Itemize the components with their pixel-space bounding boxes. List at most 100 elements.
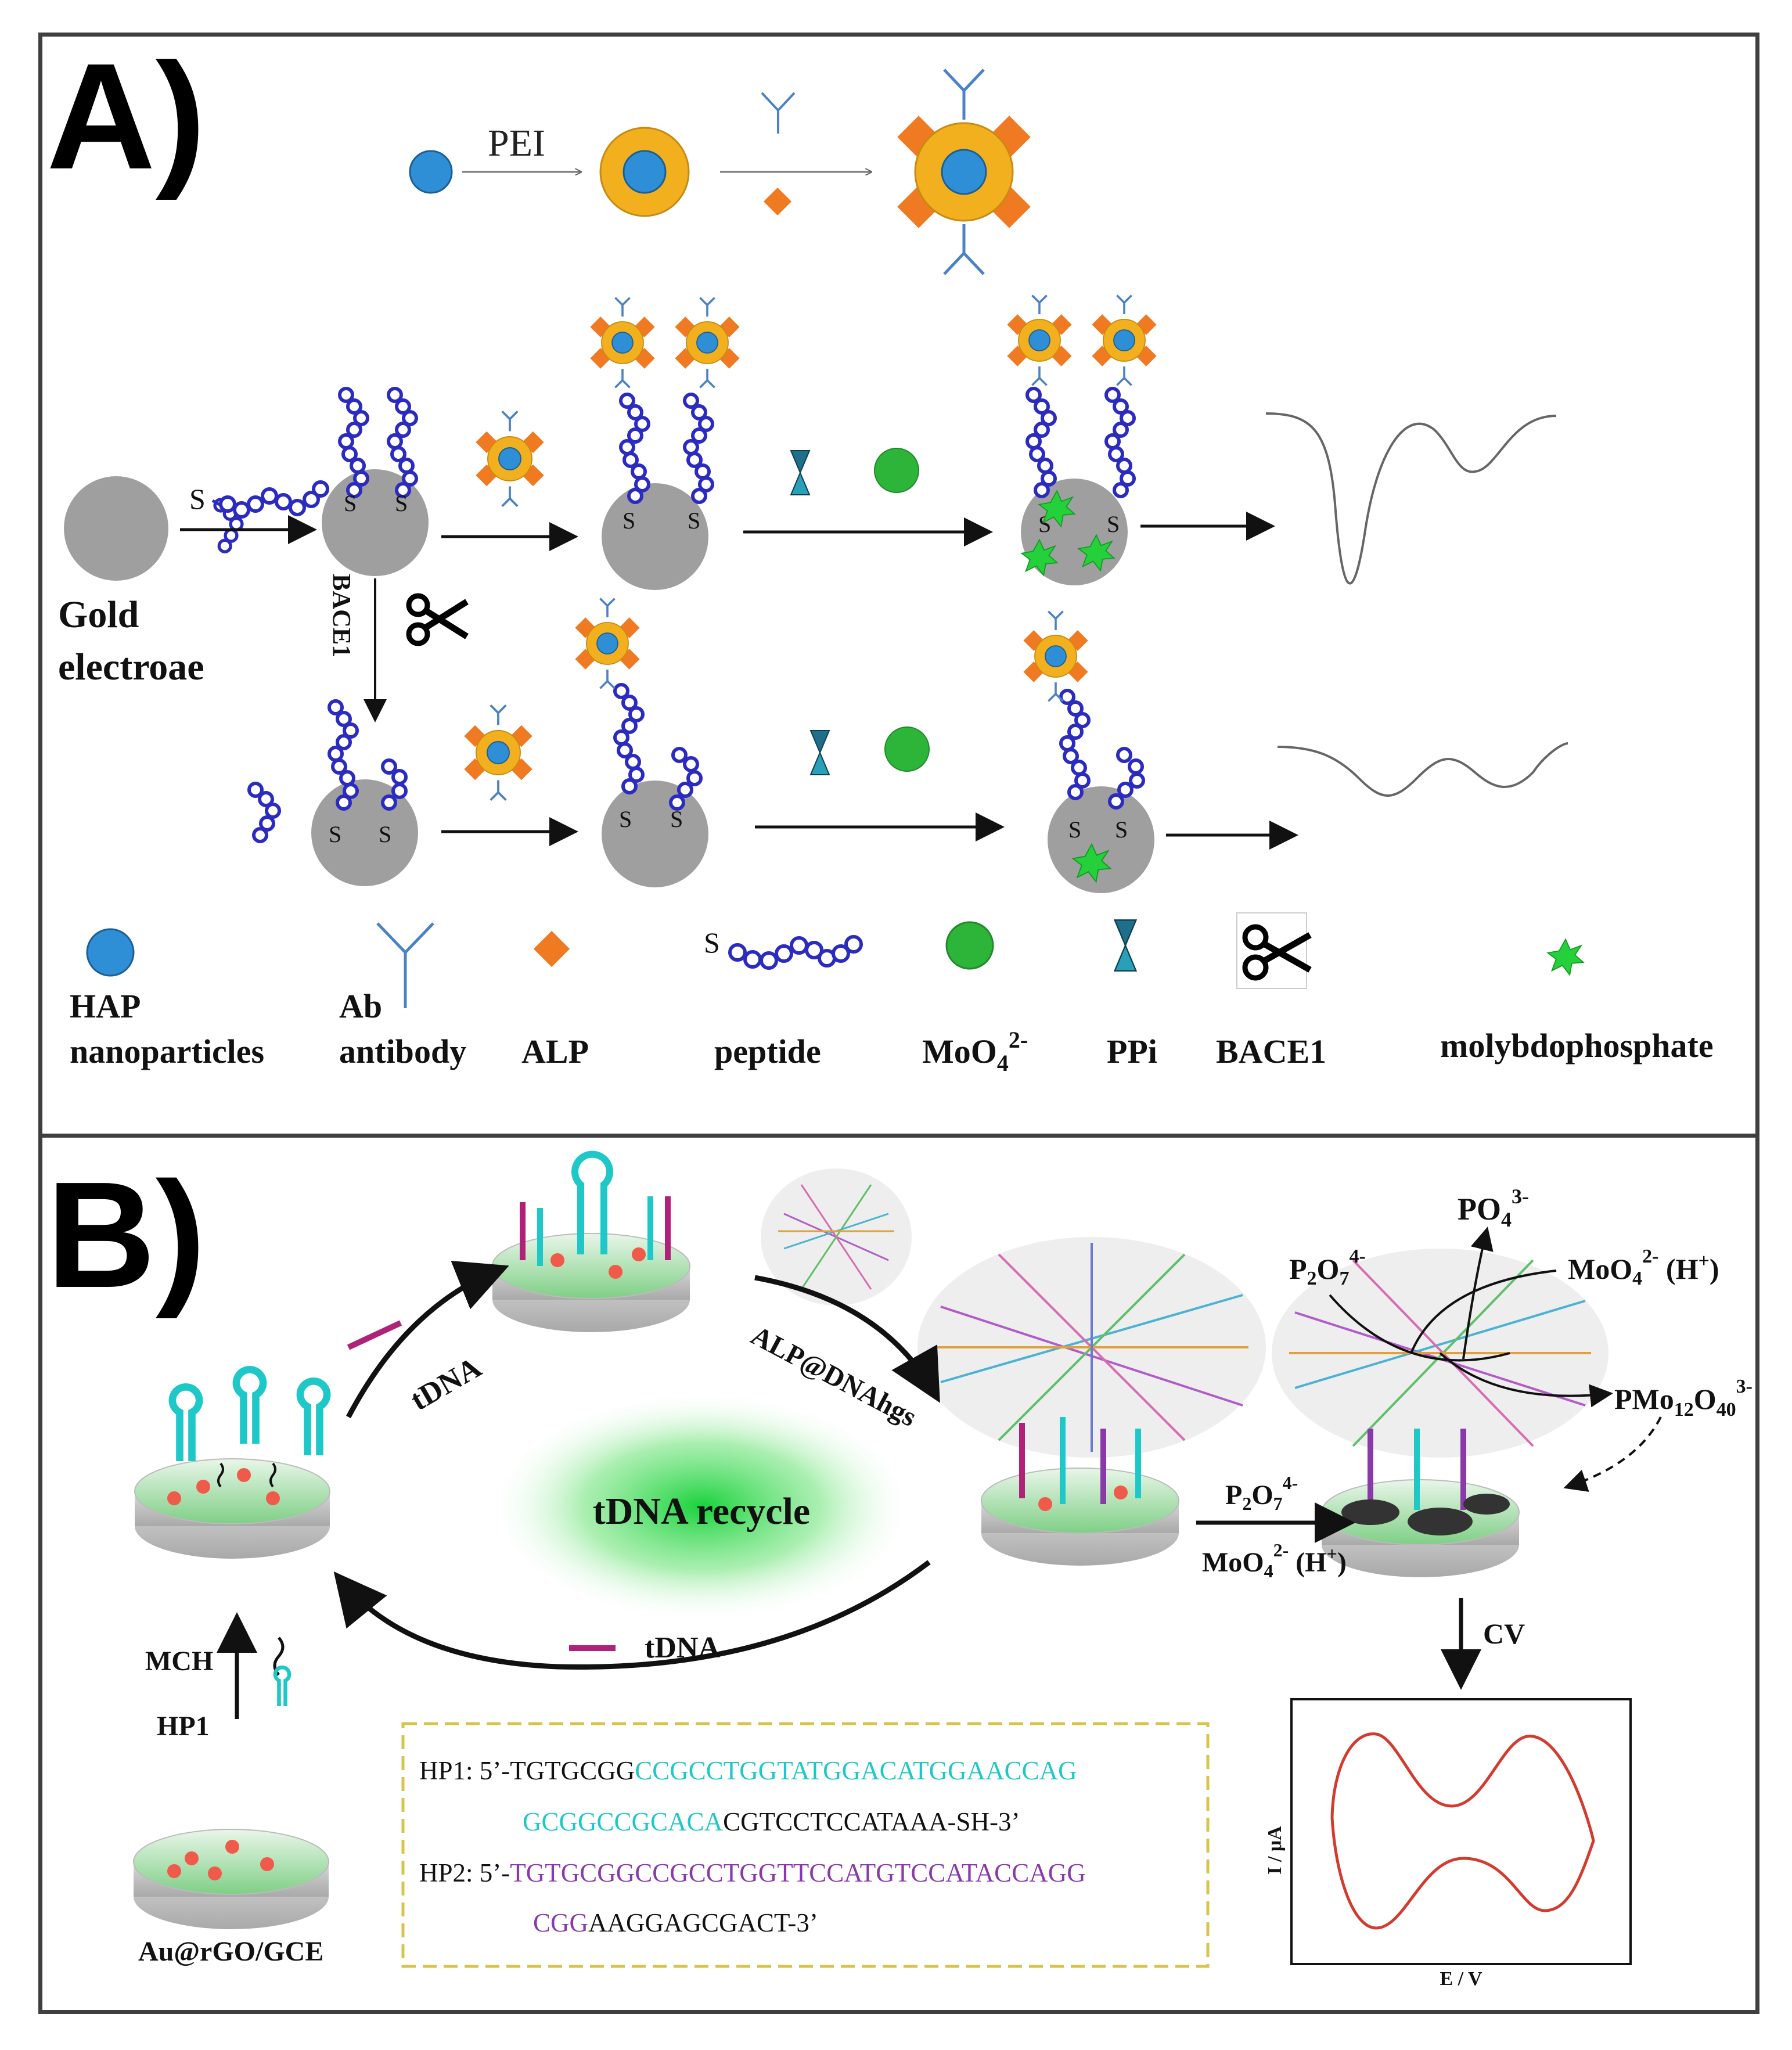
conjugate-add-2 — [463, 704, 534, 801]
scissors-icon — [406, 593, 469, 646]
legend-bace1-label: BACE1 — [1216, 1033, 1326, 1070]
s-d: S — [688, 508, 700, 534]
panel-a-frame — [38, 33, 1759, 1139]
s-f: S — [1107, 511, 1120, 537]
conjugate-top-1 — [589, 296, 656, 389]
electrode-hydrogel — [981, 1417, 1179, 1566]
s-k: S — [1068, 817, 1081, 843]
pei-core — [622, 150, 667, 194]
conjugate-top-2 — [674, 296, 741, 389]
panel-b-label: B) — [46, 1151, 206, 1320]
cv-y-axis-label: I / μA — [1264, 1826, 1286, 1875]
hydrogel-mesh-final — [1289, 1259, 1591, 1447]
legend-hap-label-1: HAP — [70, 987, 141, 1025]
moo4-top — [874, 448, 919, 493]
cv-curve — [1330, 1732, 1595, 1930]
sequence-box — [401, 1722, 1210, 1968]
hp1-seq-line1: HP1: 5’-TGTGCGGCCGCCTGGTATGGACATGGAACCAG — [419, 1756, 1077, 1785]
gold-electrode-label-2: electroae — [58, 646, 204, 688]
conjugate-large — [897, 69, 1031, 275]
tdna-top-label: tDNA — [405, 1351, 487, 1418]
signal-curve-high — [1265, 412, 1557, 585]
react-curve-1 — [1329, 1294, 1510, 1362]
cleaved-fragment — [249, 783, 279, 841]
legend-moo4-icon — [945, 921, 994, 970]
s-b: S — [395, 490, 408, 516]
recycle-label: tDNA recycle — [593, 1490, 810, 1533]
s-c: S — [622, 508, 635, 534]
pmo-arrow — [1439, 1352, 1613, 1408]
s-label: S — [189, 483, 206, 515]
electrode-au-rgo — [133, 1829, 329, 1929]
chain-8 — [381, 758, 408, 811]
conjugate-bottom-2 — [1022, 610, 1089, 703]
hap-particle — [409, 150, 453, 194]
pmo-label: PMo12O403- — [1614, 1376, 1753, 1420]
po4-label: PO43- — [1458, 1185, 1529, 1231]
legend-hap-label-2: nanoparticles — [70, 1033, 264, 1070]
s-i: S — [619, 806, 632, 832]
electrode-hairpins — [134, 1369, 330, 1559]
hp1-label: HP1 — [157, 1711, 210, 1742]
electrode-tdna — [492, 1150, 690, 1332]
electrode-label: Au@rGO/GCE — [138, 1936, 323, 1967]
cycle-arrow-up — [346, 1260, 509, 1419]
p2o7-mid-label: P2O74- — [1225, 1472, 1298, 1514]
legend-molybdo-label: molybdophosphate — [1440, 1027, 1714, 1064]
tdna-bottom-label: tDNA — [645, 1631, 720, 1664]
legend-ab-label-2: antibody — [339, 1033, 466, 1070]
panel-a-label: A) — [46, 33, 206, 202]
cycle-arrow-bottom — [333, 1560, 931, 1670]
chain-3 — [621, 394, 649, 502]
bace1-vertical-label: BACE1 — [328, 574, 356, 657]
s-l: S — [1115, 817, 1128, 843]
s-j: S — [670, 806, 683, 832]
hp1-seq-line2: GCGGCCGCACACGTCCTCCATAAA-SH-3’ — [523, 1807, 1020, 1836]
legend-peptide-s: S — [704, 926, 720, 959]
cv-plot-frame — [1290, 1698, 1632, 1965]
legend-scissors-icon — [1236, 912, 1312, 989]
react-curve-2 — [1410, 1269, 1557, 1354]
mch-label: MCH — [145, 1646, 213, 1677]
pei-label: PEI — [488, 122, 545, 164]
hydrogel-mesh-small — [778, 1184, 894, 1290]
s-g: S — [329, 821, 341, 847]
legend-peptide-label: peptide — [714, 1033, 821, 1070]
conjugate-add-1 — [474, 410, 545, 508]
po4-arrow — [1462, 1227, 1494, 1360]
pmo-dashed-arrow — [1563, 1416, 1662, 1492]
legend-molybdo-icon — [1547, 938, 1584, 976]
hydrogel-mesh-large — [935, 1243, 1248, 1452]
moo4-bottom — [884, 727, 930, 772]
chain-4 — [685, 394, 713, 502]
electrode-conj-bottom — [602, 781, 708, 887]
legend-ab-label-1: Ab — [339, 987, 382, 1025]
s-h: S — [379, 821, 391, 847]
p2o7-top-label: P2O74- — [1289, 1246, 1366, 1289]
conjugate-top-4 — [1091, 294, 1158, 387]
cv-x-axis-label: E / V — [1440, 1968, 1482, 1990]
conjugate-top-3 — [1006, 294, 1073, 387]
moo4-mid-label: MoO42- (H+) — [1202, 1540, 1347, 1581]
electrode-reacted-bottom — [1048, 786, 1154, 893]
conjugate-bottom-1 — [574, 597, 641, 690]
gold-electrode — [64, 476, 168, 581]
legend-ppi-label: PPi — [1107, 1033, 1157, 1070]
legend-moo4-label: MoO42- — [922, 1027, 1028, 1076]
hp2-seq-line1: HP2: 5’-TGTGCGGCCGCCTGGTTCCATGTCCATACCAG… — [419, 1858, 1086, 1887]
ppi-bottom — [810, 730, 830, 775]
alp-icon — [763, 187, 792, 216]
moo4-top-label: MoO42- (H+) — [1568, 1246, 1719, 1289]
chain-5 — [1027, 389, 1055, 497]
chain-9 — [615, 685, 643, 793]
ab-icon — [761, 92, 796, 134]
chain-12 — [1108, 747, 1145, 810]
hp2-seq-line2: CGGAAGGAGCGACT-3’ — [533, 1908, 818, 1937]
chain-6 — [1106, 389, 1134, 497]
peptide-chain-horizontal — [219, 480, 329, 519]
ppi-top — [790, 450, 810, 495]
cv-label: CV — [1483, 1617, 1525, 1650]
legend-alp-icon — [533, 930, 570, 968]
